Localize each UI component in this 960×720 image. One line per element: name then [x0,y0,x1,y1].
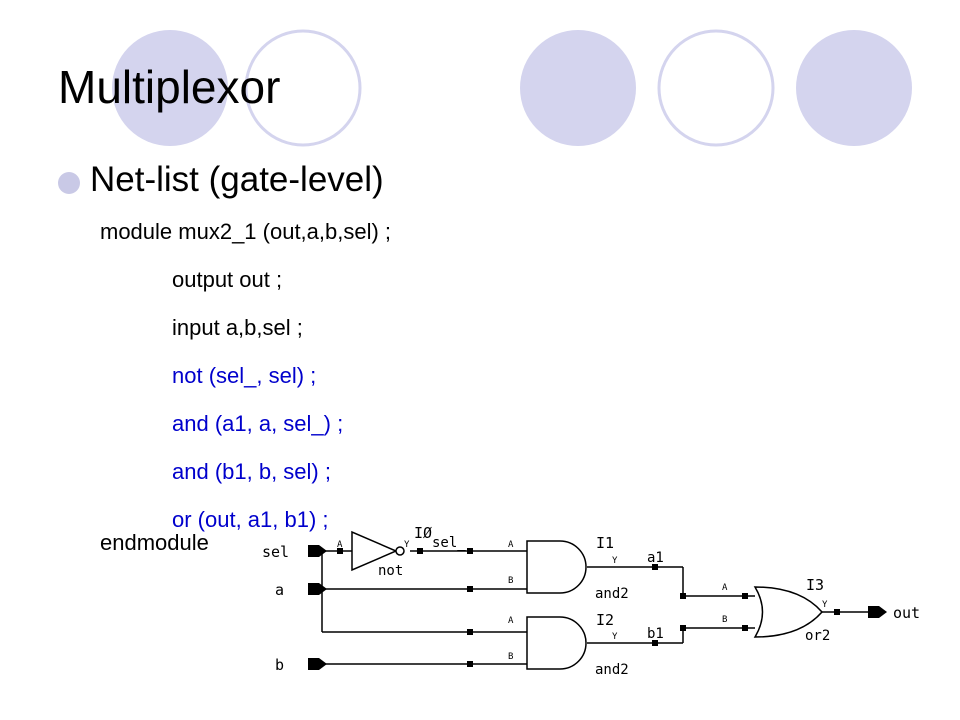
or-gate-icon [753,586,823,638]
bullet-icon [58,172,80,194]
code-line: input a,b,sel ; [172,315,303,340]
bullet-heading: Net-list (gate-level) [90,160,384,199]
and-top-pin-a: A [508,540,514,550]
or-instance: I3 [806,576,824,594]
port-sel-label: sel [262,543,289,561]
or-type: or2 [805,628,830,644]
or-pin-out: Y [822,600,828,610]
or-pin-a: A [722,583,728,593]
code-line-highlight: not (sel_, sel) ; [172,363,317,388]
port-out-label: out [893,604,920,622]
port-b-label: b [275,656,284,674]
and-bottom-type: and2 [595,662,629,678]
and-bottom-pin-b: B [508,652,513,662]
and-bottom-instance: I2 [596,611,614,629]
inverter-type: not [378,563,403,579]
port-out-icon [868,606,887,618]
and-gate-top-icon [526,540,587,594]
net-b1-label: b1 [647,626,664,642]
net-a1-label: a1 [647,550,664,566]
inverter-pin-in: A [337,540,343,550]
inverter-pin-out: Y [404,540,410,550]
and-top-type: and2 [595,586,629,602]
deco-circle-filled [520,30,636,146]
deco-circle-ring [244,29,362,147]
and-gate-bottom-icon [526,616,587,670]
and-bottom-pin-out: Y [612,632,618,642]
net-sel_-label: sel_ [432,535,466,551]
code-line-highlight: and (b1, b, sel) ; [172,459,331,484]
code-line: module mux2_1 (out,a,b,sel) ; [100,219,392,244]
deco-circle-filled [796,30,912,146]
and-bottom-pin-a: A [508,616,514,626]
inverter-instance: IØ [414,524,432,542]
code-line-highlight: or (out, a1, b1) ; [172,507,329,532]
not-gate-icon [351,530,405,572]
port-sel-icon [308,545,327,557]
deco-circle-ring [657,29,775,147]
or-pin-b: B [722,615,727,625]
port-b-icon [308,658,327,670]
code-line: output out ; [172,267,283,292]
slide-title: Multiplexor [58,61,281,113]
and-top-instance: I1 [596,534,614,552]
port-a-label: a [275,581,284,599]
code-line: endmodule [100,530,209,555]
and-top-pin-out: Y [612,556,618,566]
port-a-icon [308,583,327,595]
deco-circle-filled [112,30,228,146]
and-top-pin-b: B [508,576,513,586]
code-line-highlight: and (a1, a, sel_) ; [172,411,344,436]
